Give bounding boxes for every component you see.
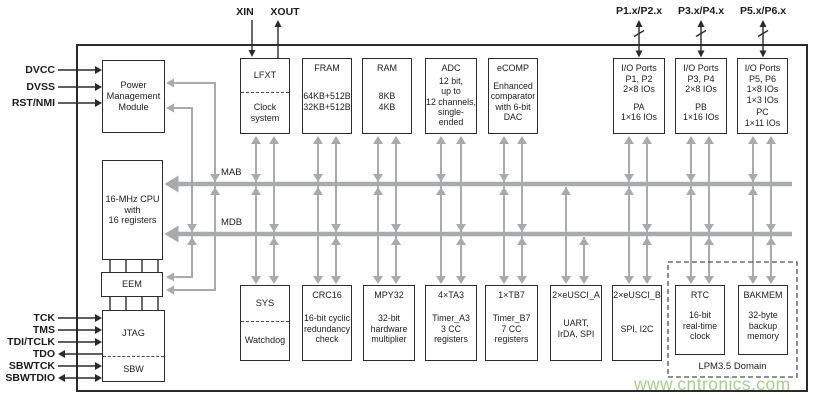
block-timer-a3: 4×TA3 Timer_A3 3 CC registers (425, 285, 477, 361)
block-title: RTC (690, 290, 710, 300)
block-body: 32-byte backup memory (747, 310, 779, 341)
block-body: 16-bit cyclic redundancy check (304, 313, 350, 344)
pin-label-sbwtdio: SBWTDIO (5, 372, 55, 384)
block-io-ports-p5-p6: I/O Ports P5, P6 1×8 IOs 1×3 IOs PC 1×11… (737, 58, 788, 134)
pin-label-xout: XOUT (270, 6, 300, 18)
block-title: RAM (377, 63, 397, 73)
watermark: www.cntronics.com (634, 374, 791, 394)
block-body: 8KB 4KB (378, 91, 396, 112)
mdb-bus (164, 225, 792, 243)
block-title: eCOMP (496, 63, 529, 73)
pin-label-sbwtck: SBWTCK (8, 360, 55, 372)
block-body: Watchdog (244, 335, 286, 346)
block-title: I/O Ports P3, P4 2×8 IOs (683, 63, 719, 95)
block-title: EEM (122, 279, 142, 290)
block-body: Enhanced comparator with 6-bit DAC (490, 81, 536, 123)
block-title: SYS (241, 286, 289, 322)
mab-bus (164, 175, 792, 193)
block-body: PB 1×16 IOs (683, 102, 719, 123)
block-body: 12 bit, up to 12 channels, single-ended (426, 75, 476, 128)
block-ecomp: eCOMP Enhanced comparator with 6-bit DAC (488, 58, 538, 134)
xin-xout-lines (248, 20, 282, 58)
block-mpy32: MPY32 32-bit hardware multiplier (363, 285, 415, 361)
block-jtag-sbw: JTAG SBW (102, 310, 165, 382)
block-lfxt-clock-system: LFXT Clock system (240, 58, 290, 134)
pin-label-rst-nmi: RST/NMI (11, 97, 55, 109)
block-body: 32-bit hardware multiplier (370, 313, 408, 344)
block-body: Timer_B7 7 CC registers (492, 313, 531, 344)
block-title: ADC (441, 63, 461, 73)
lpm-domain-label: LPM3.5 Domain (698, 361, 767, 372)
block-title: FRAM (314, 63, 340, 73)
block-io-ports-p3-p4: I/O Ports P3, P4 2×8 IOs PB 1×16 IOs (675, 58, 727, 134)
block-body: SBW (123, 363, 144, 374)
block-title: 2×eUSCI_A (552, 290, 600, 300)
block-title: BAKMEM (743, 290, 783, 300)
block-timer-b7: 1×TB7 Timer_B7 7 CC registers (485, 285, 538, 361)
pin-label-tck: TCK (33, 312, 55, 324)
pin-label-tdi-tclk: TDI/TCLK (7, 336, 55, 348)
block-fram: FRAM 64KB+512B 32KB+512B (302, 58, 352, 134)
pin-label-p3p4: P3.x/P4.x (677, 5, 725, 17)
external-pin-lines (58, 66, 102, 382)
block-bus-connectors (251, 136, 776, 284)
block-title: LFXT (241, 59, 289, 94)
pmm-eem-links (166, 78, 220, 295)
block-cpu: 16-MHz CPU with 16 registers (102, 160, 163, 260)
pin-label-tms: TMS (32, 324, 55, 336)
pin-label-xin: XIN (236, 6, 254, 18)
block-title: MPY32 (374, 290, 404, 300)
block-title: CRC16 (312, 290, 342, 300)
port-external-lines (633, 20, 769, 58)
block-eem: EEM (101, 272, 163, 297)
block-title: 16-MHz CPU with 16 registers (105, 193, 160, 226)
block-body: PC 1×11 IOs (744, 107, 781, 128)
bus-label-mdb: MDB (221, 217, 243, 228)
block-title: 2×eUSCI_B (613, 290, 661, 300)
block-body: 16-bit real-time clock (682, 310, 718, 341)
block-power-management: Power Management Module (102, 60, 165, 133)
block-body: UART, IrDA, SPI (557, 318, 595, 339)
pin-label-tdo: TDO (32, 348, 55, 360)
block-title: I/O Ports P1, P2 2×8 IOs (621, 63, 657, 95)
block-title: 4×TA3 (437, 290, 465, 300)
block-adc: ADC 12 bit, up to 12 channels, single-en… (425, 58, 477, 134)
block-body: 64KB+512B 32KB+512B (303, 91, 351, 112)
block-body: Clock system (250, 102, 280, 124)
block-body: SPI, I2C (620, 323, 654, 334)
block-title: I/O Ports P5, P6 1×8 IOs 1×3 IOs (744, 63, 781, 105)
block-title: 1×TB7 (498, 290, 525, 300)
block-io-ports-p1-p2: I/O Ports P1, P2 2×8 IOs PA 1×16 IOs (613, 58, 665, 134)
pin-label-dvss: DVSS (26, 81, 55, 93)
pin-label-p5p6: P5.x/P6.x (739, 5, 787, 17)
block-title: Power Management Module (106, 80, 161, 112)
block-rtc: RTC 16-bit real-time clock (675, 285, 725, 355)
block-eusci-b: 2×eUSCI_B SPI, I2C (612, 285, 662, 361)
block-eusci-a: 2×eUSCI_A UART, IrDA, SPI (550, 285, 602, 361)
block-ram: RAM 8KB 4KB (362, 58, 412, 134)
block-body: Timer_A3 3 CC registers (432, 313, 470, 344)
bus-label-mab: MAB (221, 167, 242, 178)
block-bakmem: BAKMEM 32-byte backup memory (738, 285, 788, 355)
pin-label-dvcc: DVCC (25, 64, 55, 76)
block-title: JTAG (103, 311, 164, 358)
block-body: PA 1×16 IOs (621, 102, 657, 123)
pin-label-p1p2: P1.x/P2.x (615, 5, 663, 17)
block-crc16: CRC16 16-bit cyclic redundancy check (302, 285, 352, 361)
block-sys-watchdog: SYS Watchdog (240, 285, 290, 361)
